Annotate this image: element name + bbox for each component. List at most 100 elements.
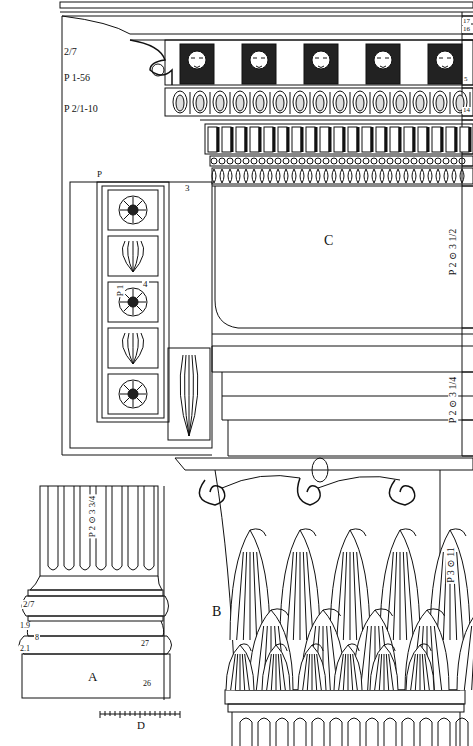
ornament-stroke <box>122 333 133 364</box>
ornament-stroke <box>332 169 336 183</box>
ornament-stroke <box>418 127 427 152</box>
ornament-stroke <box>220 169 224 183</box>
ornament-stroke <box>393 552 396 640</box>
ornament-stroke <box>387 552 394 640</box>
ornament-stroke <box>353 91 367 113</box>
ornament-stroke <box>303 654 308 690</box>
ornament-stroke <box>373 91 387 113</box>
ornament-stroke <box>450 92 451 114</box>
ornament-stroke <box>469 127 472 152</box>
ornament-stroke <box>175 711 176 716</box>
ornament-stroke <box>333 91 347 113</box>
ornament-stroke <box>462 16 473 17</box>
ornament-stroke <box>250 92 251 114</box>
ornament-stroke <box>312 718 324 746</box>
ornament-stroke <box>385 127 388 152</box>
ornament-stroke <box>130 711 131 716</box>
ornament-stroke <box>144 486 154 570</box>
ornament-stroke <box>464 626 471 690</box>
ornament-stroke <box>108 328 158 368</box>
ornament-stroke <box>112 486 122 570</box>
ornament-stroke <box>228 169 232 183</box>
ornament-stroke <box>384 644 395 651</box>
ornament-stroke <box>343 552 346 640</box>
ornament-stroke <box>462 34 473 35</box>
ornament-stroke <box>370 645 398 690</box>
ornament-stroke <box>119 380 147 408</box>
ornament-stroke <box>303 552 306 640</box>
ornament-stroke <box>137 306 143 312</box>
ornament-stroke <box>390 127 399 152</box>
ornament-stroke <box>278 127 287 152</box>
ornament-stroke <box>452 169 456 183</box>
ornament-stroke <box>301 127 304 152</box>
ornament-stroke <box>138 210 146 211</box>
ornament-stroke <box>350 654 352 690</box>
ornament-stroke <box>457 610 473 690</box>
ornament-stroke <box>180 355 189 436</box>
ornament-stroke <box>380 169 384 183</box>
ornament-stroke <box>411 654 416 690</box>
ornament-stroke <box>270 92 271 114</box>
ornament-stroke <box>300 529 316 536</box>
ornament-stroke <box>124 398 130 404</box>
ornament-stroke <box>231 654 236 690</box>
ornament-stroke <box>462 154 473 155</box>
dimension-label: P 2 ⊙ 3 3/4 <box>88 494 97 538</box>
ornament-stroke <box>137 398 143 404</box>
ornament-stroke <box>128 486 138 570</box>
ornament-stroke <box>240 654 241 690</box>
ornament-stroke <box>396 95 404 111</box>
dimension-label: 1.9 <box>19 622 31 630</box>
ornament-stroke <box>420 169 424 183</box>
ornament-stroke <box>348 169 352 183</box>
ornament-stroke <box>435 158 441 164</box>
ornament-stroke <box>420 654 421 690</box>
ornament-stroke <box>249 610 293 690</box>
ornament-stroke <box>405 610 449 690</box>
ornament-stroke <box>413 127 416 152</box>
ornament-stroke <box>456 718 468 746</box>
ornament-stroke <box>244 169 248 183</box>
ornament-stroke <box>180 44 214 84</box>
ornament-stroke <box>415 654 417 690</box>
ornament-stroke <box>237 552 244 640</box>
ornament-stroke <box>128 389 138 399</box>
ornament-stroke <box>299 158 305 164</box>
ornament-stroke <box>406 645 434 690</box>
ornament-stroke <box>336 95 344 111</box>
ornament-stroke <box>208 127 217 152</box>
ornament-stroke <box>316 169 320 183</box>
ornament-stroke <box>411 158 417 164</box>
ornament-stroke <box>393 91 407 113</box>
ornament-stroke <box>356 95 364 111</box>
ornament-stroke <box>252 169 256 183</box>
ornament-stroke <box>444 169 448 183</box>
ornament-stroke <box>399 127 402 152</box>
dimension-label: 2.1 <box>19 645 31 653</box>
dimension-label: P 3 ⊙ 11 <box>446 546 456 584</box>
dimension-label: P 2/1-10 <box>63 104 99 114</box>
ornament-stroke <box>298 645 326 690</box>
ornament-stroke <box>250 127 259 152</box>
ornament-stroke <box>350 552 351 640</box>
ornament-stroke <box>372 169 376 183</box>
ornament-stroke <box>357 127 360 152</box>
ornament-stroke <box>460 169 464 183</box>
ornament-stroke <box>343 654 345 690</box>
ornament-stroke <box>242 654 244 690</box>
ornament-stroke <box>357 552 364 640</box>
ornament-stroke <box>329 127 332 152</box>
ornament-stroke <box>296 95 304 111</box>
ornament-stroke <box>243 552 246 640</box>
ornament-stroke <box>108 190 158 230</box>
ornament-stroke <box>462 186 473 187</box>
ornament-stroke <box>64 486 74 570</box>
ornament-stroke <box>348 654 349 690</box>
ornament-stroke <box>267 654 272 690</box>
ornament-stroke <box>271 654 273 690</box>
ornament-stroke <box>410 92 411 114</box>
dimension-label: 27 <box>140 640 150 648</box>
ornament-stroke <box>432 127 441 152</box>
ornament-stroke <box>387 158 393 164</box>
